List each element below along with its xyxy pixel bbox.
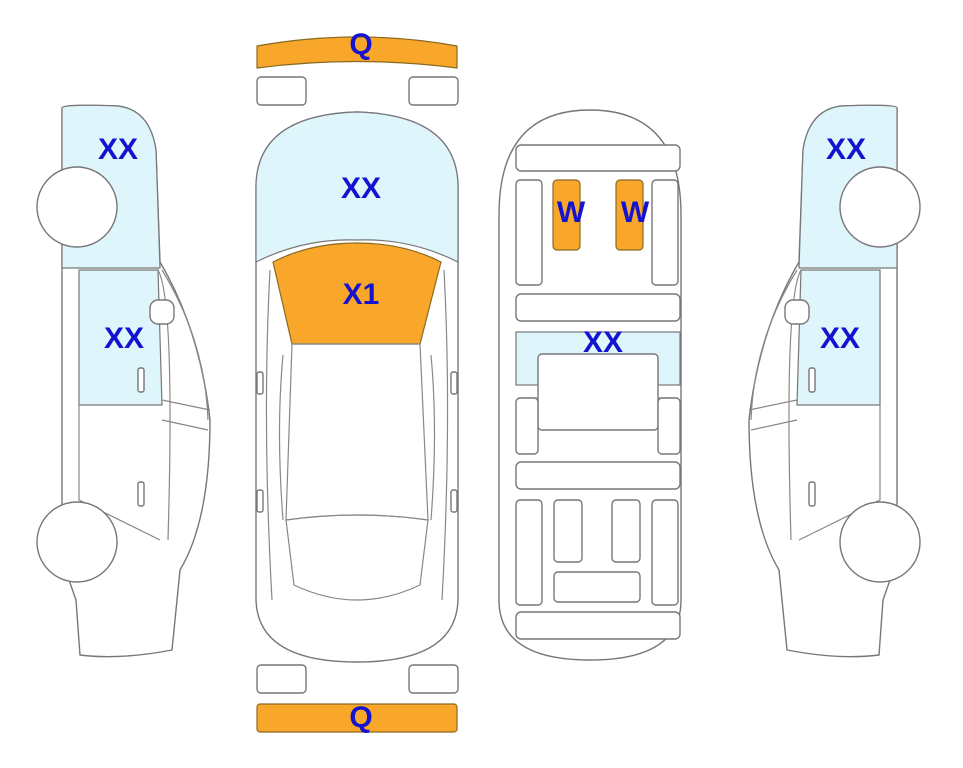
front-left-light: [256, 76, 307, 106]
interior-mid-label: XX: [583, 326, 623, 359]
rear-left-light: [256, 664, 307, 694]
seat-front-right-label: W: [621, 196, 650, 229]
seat-front-left[interactable]: [552, 179, 581, 251]
right-side-view: [748, 104, 921, 658]
left-front-fender-label: XX: [98, 133, 138, 166]
hood-panel[interactable]: [255, 111, 459, 263]
seat-front-right[interactable]: [615, 179, 644, 251]
hood-label: XX: [341, 172, 381, 205]
top-view-car: [255, 111, 459, 663]
rear-bumper-label: Q: [349, 701, 372, 734]
right-front-wheel: [839, 166, 921, 248]
seat-front-left-label: W: [557, 196, 586, 229]
front-bumper[interactable]: [256, 36, 458, 69]
windshield-panel[interactable]: [272, 242, 442, 345]
left-front-wheel: [36, 166, 118, 248]
windshield-label: X1: [343, 278, 380, 311]
right-front-fender-label: XX: [826, 133, 866, 166]
left-rear-wheel: [36, 501, 118, 583]
front-right-light: [408, 76, 459, 106]
rear-bumper[interactable]: [256, 703, 458, 733]
rear-right-light: [408, 664, 459, 694]
right-front-door-label: XX: [820, 322, 860, 355]
interior-view: [498, 109, 682, 661]
right-rear-wheel: [839, 501, 921, 583]
left-side-view: [36, 104, 211, 658]
front-bumper-label: Q: [349, 28, 372, 61]
left-front-door-label: XX: [104, 322, 144, 355]
